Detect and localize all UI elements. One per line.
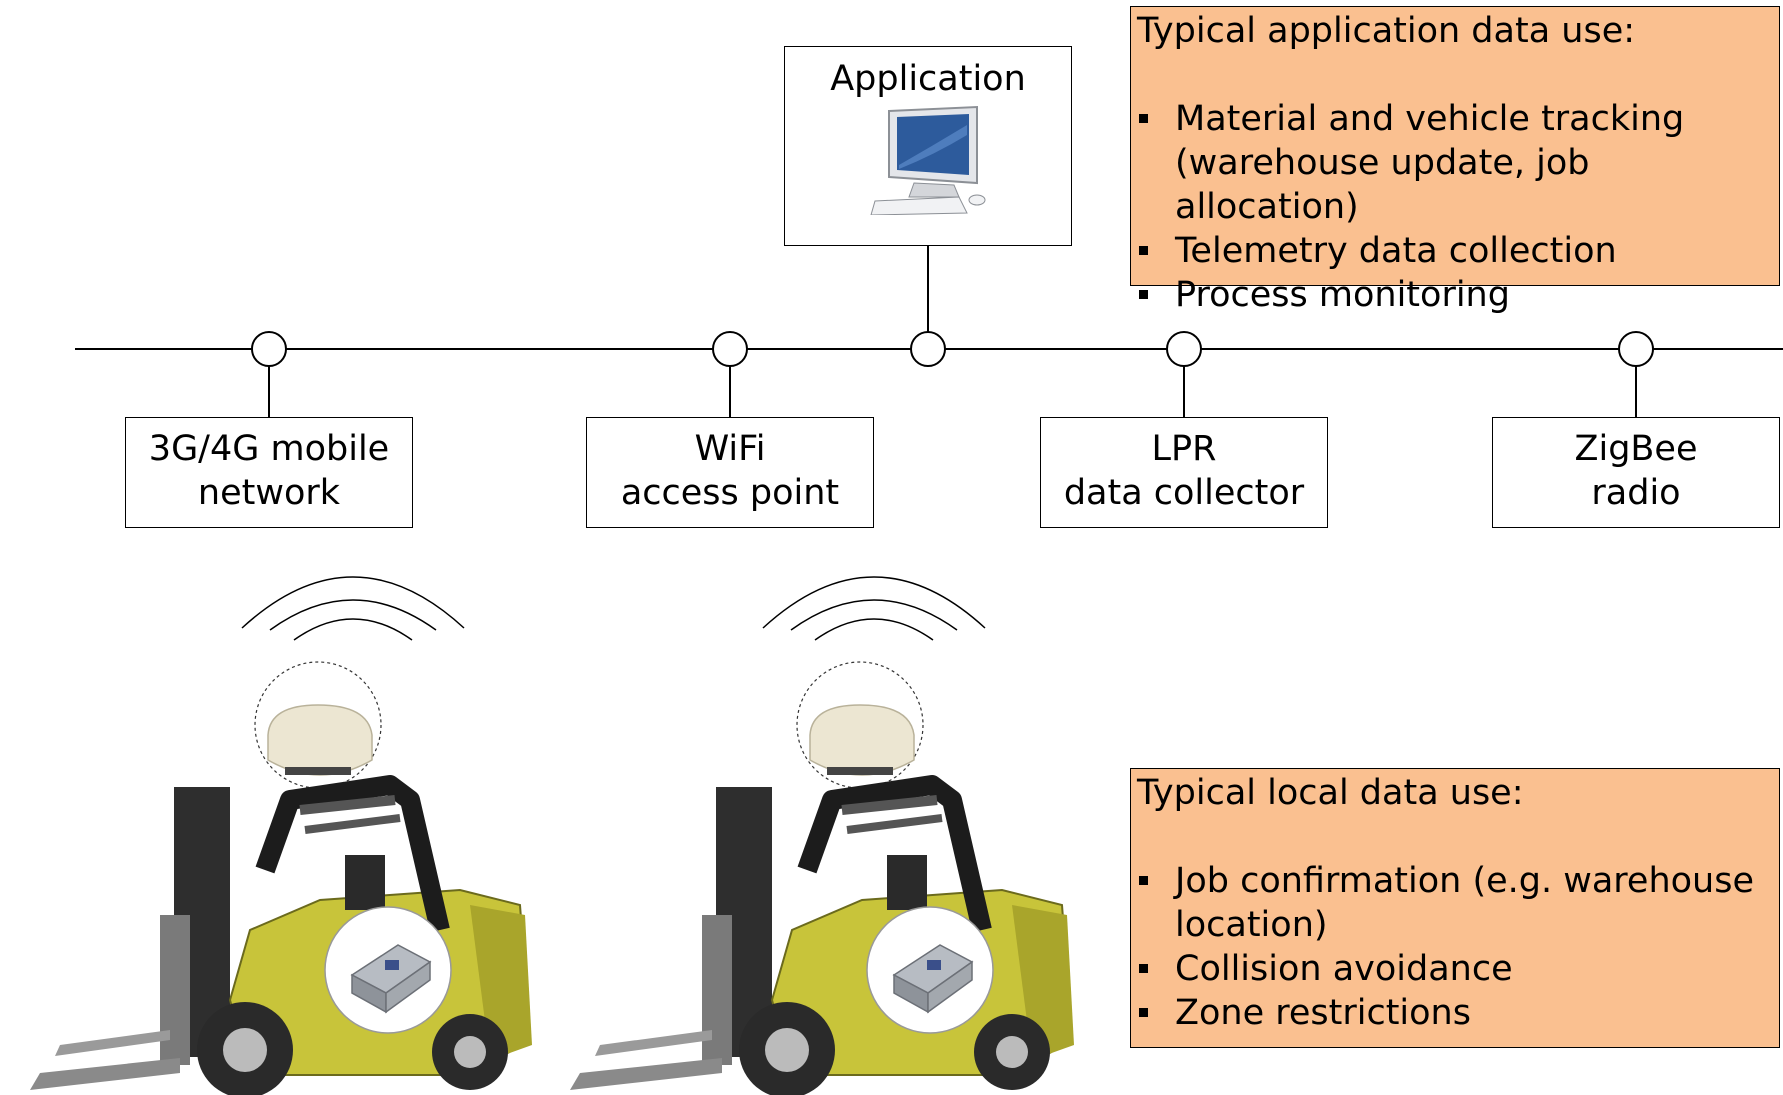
application-data-use-note: Typical application data use: Material a… (1130, 6, 1780, 315)
junction-node (1618, 331, 1654, 367)
list-item: Telemetry data collection (1137, 229, 1773, 273)
node-label-line2: data collector (1063, 473, 1305, 513)
local-data-use-note: Typical local data use: Job confirmation… (1130, 768, 1780, 1048)
forklift-2 (570, 576, 1074, 1095)
antenna-icon (809, 704, 915, 776)
node-label-line2: access point (620, 473, 840, 513)
node-box-wifi: WiFi access point (586, 417, 874, 528)
antenna-icon (267, 704, 373, 776)
junction-node (712, 331, 748, 367)
note-title: Typical application data use: (1137, 11, 1636, 51)
note-list: Job confirmation (e.g. warehouse locatio… (1137, 859, 1773, 1035)
junction-node (1166, 331, 1202, 367)
list-item: Job confirmation (e.g. warehouse locatio… (1137, 859, 1773, 947)
list-item: Collision avoidance (1137, 947, 1773, 991)
list-item: Process monitoring (1137, 273, 1773, 317)
junction-node (251, 331, 287, 367)
wireless-signal-icon (241, 576, 465, 641)
controller-box-icon (350, 944, 432, 1014)
controller-box-icon (892, 944, 974, 1014)
node-box-lpr: LPR data collector (1040, 417, 1328, 528)
computer-icon (870, 105, 986, 215)
node-label-line1: ZigBee (1574, 429, 1698, 469)
node-label-line1: WiFi (694, 429, 766, 469)
note-title: Typical local data use: (1137, 773, 1524, 813)
node-label-line2: radio (1591, 473, 1681, 513)
node-box-zigbee: ZigBee radio (1492, 417, 1780, 528)
application-box: Application (784, 46, 1072, 246)
node-label-line1: LPR (1151, 429, 1217, 469)
wireless-signal-icon (762, 576, 986, 641)
application-label: Application (830, 59, 1026, 99)
list-item: Material and vehicle tracking (warehouse… (1137, 97, 1773, 229)
node-label-line1: 3G/4G mobile (148, 429, 390, 469)
note-list: Material and vehicle tracking (warehouse… (1137, 97, 1773, 317)
node-box-mobile-network: 3G/4G mobile network (125, 417, 413, 528)
forklift-1 (30, 576, 532, 1095)
junction-node (910, 331, 946, 367)
list-item: Zone restrictions (1137, 991, 1773, 1035)
node-label-line2: network (197, 473, 341, 513)
